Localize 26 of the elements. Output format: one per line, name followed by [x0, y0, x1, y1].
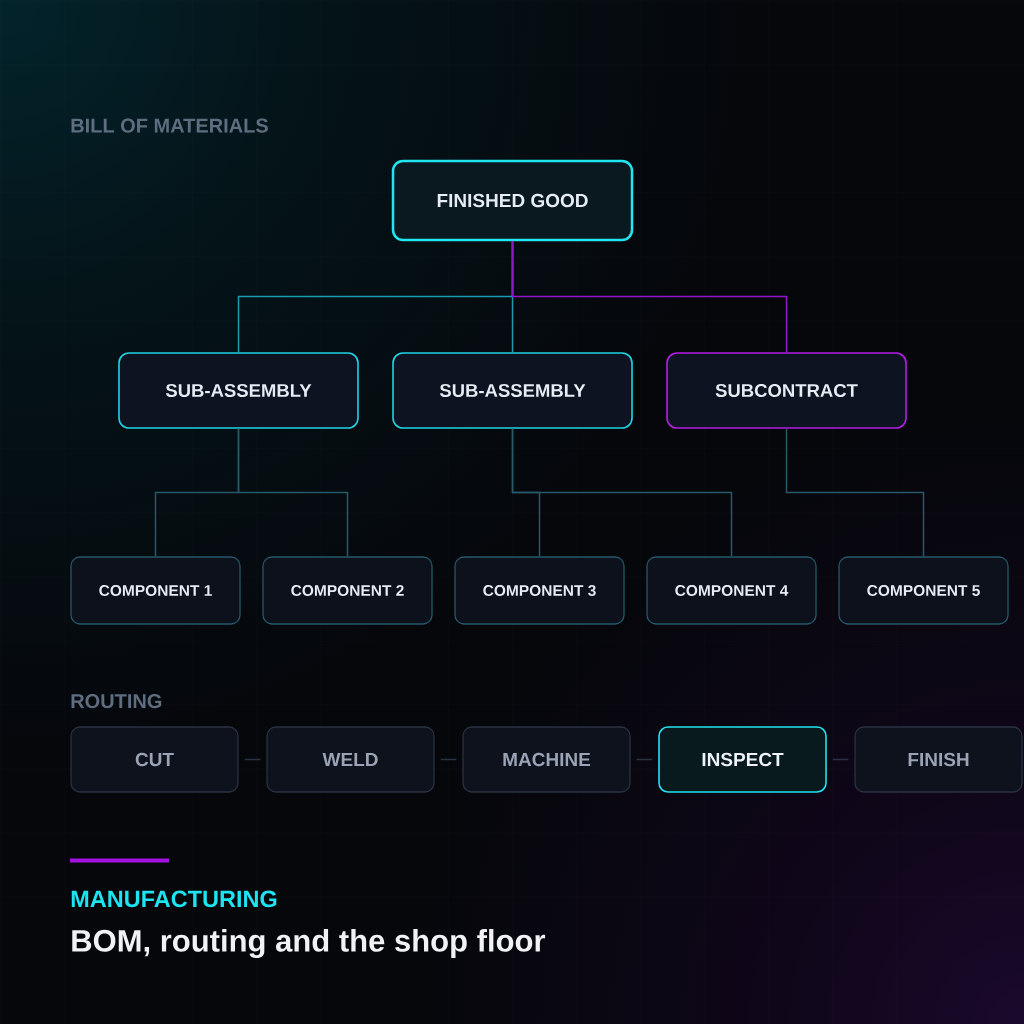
product-box: FINISHED GOOD — [391, 159, 634, 242]
step-box: CUT — [70, 726, 239, 793]
component-box: COMPONENT 1 — [70, 556, 241, 625]
connector-line — [785, 428, 925, 558]
connector-line — [832, 758, 850, 761]
component-box: COMPONENT 2 — [262, 556, 433, 625]
assembly-box: SUBCONTRACT — [666, 352, 907, 429]
assembly-box: SUB-ASSEMBLY — [392, 352, 633, 429]
section-heading: BILL OF MATERIALS — [71, 118, 268, 133]
connector-line — [511, 428, 733, 558]
connector-line — [243, 758, 262, 761]
component-box: COMPONENT 3 — [454, 556, 625, 625]
step-box: MACHINE — [462, 726, 631, 793]
connector-line — [237, 428, 349, 558]
title: BOM, routing and the shop floor — [72, 929, 546, 959]
connector-line — [635, 758, 653, 761]
step-box: INSPECT — [658, 726, 827, 793]
connector-line — [511, 240, 788, 353]
section-heading: ROUTING — [71, 694, 162, 709]
step-box: FINISH — [854, 726, 1023, 793]
component-box: COMPONENT 5 — [838, 556, 1009, 625]
assembly-box: SUB-ASSEMBLY — [118, 352, 359, 429]
component-box: COMPONENT 4 — [646, 556, 817, 625]
connector-line — [439, 758, 458, 761]
step-box: WELD — [266, 726, 435, 793]
kicker-label: MANUFACTURING — [71, 890, 277, 908]
